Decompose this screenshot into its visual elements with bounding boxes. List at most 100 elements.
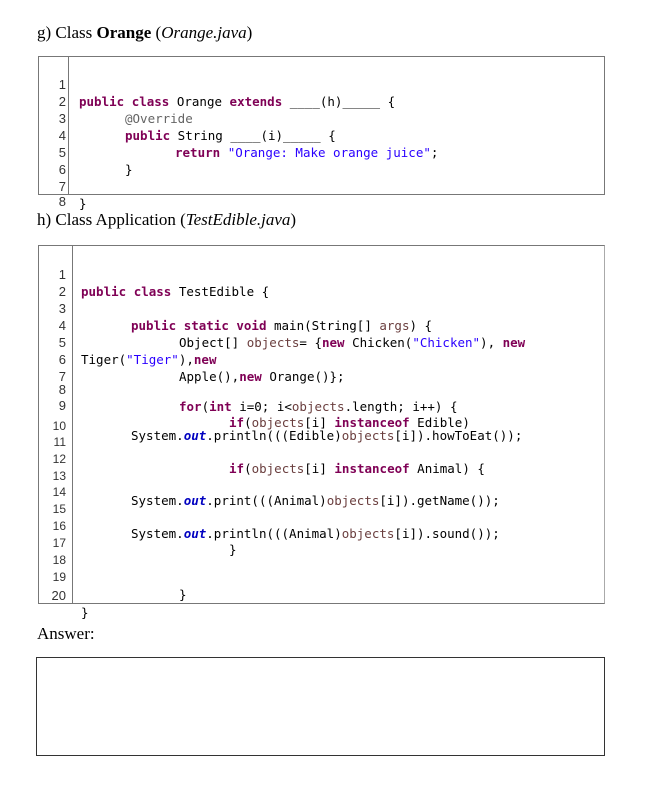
code-text: ; (430, 145, 439, 160)
code-text: Orange (169, 94, 230, 109)
code-text: [i]).howToEat()); (394, 428, 523, 443)
code-line-18: 18 (39, 535, 604, 567)
code-text: [i]).sound()); (394, 526, 500, 541)
code-line-2: 2 (39, 266, 604, 299)
string-literal: "Chicken" (412, 335, 481, 350)
keyword: new (193, 352, 217, 367)
code-text: Chicken( (344, 335, 413, 350)
line-number: 6 (58, 162, 66, 177)
line-number: 5 (58, 335, 66, 350)
code-text: main(String[] (266, 318, 380, 333)
keyword: if (229, 461, 245, 476)
line-number-gutter (39, 246, 73, 603)
code-line-3: 3 public String ____(i)_____ { (39, 93, 604, 143)
code-line-17-text: } (39, 524, 604, 557)
code-text: ), (480, 335, 503, 350)
keyword: public (79, 94, 125, 109)
keyword: class (131, 94, 170, 109)
code-text: Tiger( (81, 352, 127, 367)
line-number: 4 (58, 318, 66, 333)
variable: args (379, 318, 410, 333)
code-line-10-text: System.out.println(((Edible)objects[i]).… (39, 410, 604, 443)
blank-h: ____(h)_____ { (282, 94, 396, 109)
code-text: .print(((Animal) (206, 493, 327, 508)
code-text: System. (131, 428, 184, 443)
section-h-prefix: h) Class Application ( (37, 210, 186, 229)
code-line-19: 19 } (39, 552, 604, 602)
testedible-code-box: 1 public class TestEdible { 2 3 public s… (38, 245, 605, 620)
code-line-7: 7 } (39, 161, 604, 211)
keyword: if (229, 415, 245, 430)
code-text: } (81, 605, 89, 620)
static-field: out (183, 428, 207, 443)
line-number: 14 (52, 485, 66, 499)
code-text: i=0; i< (231, 399, 292, 414)
code-text: ( (244, 461, 252, 476)
code-text: } (79, 196, 87, 211)
code-line-8: 8 (39, 176, 604, 209)
keyword: static (183, 318, 229, 333)
code-line-15: 15 (39, 484, 604, 516)
line-number: 15 (52, 502, 66, 516)
keyword: instanceof (334, 461, 410, 476)
variable: objects (326, 493, 380, 508)
line-number: 3 (58, 301, 66, 316)
code-text: TestEdible { (171, 284, 270, 299)
code-text: ) { (409, 318, 433, 333)
code-line-9: 9 if(objects[i] instanceof Edible) (39, 380, 604, 430)
variable: objects (246, 335, 300, 350)
line-number: 6 (58, 352, 66, 367)
keyword: for (179, 399, 202, 414)
code-line-12: 12 (39, 434, 604, 466)
code-line-5: 5 Tiger("Tiger"),new (39, 317, 604, 367)
section-g-class-name: Orange (96, 23, 152, 42)
blank-i: String ____(i)_____ { (170, 128, 336, 143)
line-number: 2 (58, 94, 66, 109)
keyword: extends (229, 94, 283, 109)
code-text: ( (244, 415, 252, 430)
line-number: 11 (53, 435, 66, 449)
keyword: void (236, 318, 267, 333)
paren-open: ( (151, 23, 162, 42)
keyword: int (209, 399, 232, 414)
answer-box[interactable] (36, 657, 605, 756)
code-line-14: 14 (39, 467, 604, 499)
keyword: new (322, 335, 345, 350)
code-line-11: 11 (39, 417, 604, 449)
keyword: class (133, 284, 172, 299)
code-text: ), (178, 352, 194, 367)
static-field: out (183, 526, 207, 541)
code-line-5: 5 } (39, 127, 604, 177)
code-text: = { (299, 335, 322, 350)
answer-label: Answer: (37, 624, 95, 643)
keyword: public (81, 284, 127, 299)
line-number: 1 (58, 77, 66, 92)
orange-code-box: 1 public class Orange extends ____(h)___… (38, 56, 605, 211)
code-text: Apple(), (179, 369, 240, 384)
keyword: instanceof (334, 415, 410, 430)
code-text: Object[] (179, 335, 247, 350)
keyword: public (131, 318, 177, 333)
line-number: 8 (58, 382, 66, 397)
annotation: @Override (125, 111, 193, 126)
line-number: 4 (58, 128, 66, 143)
code-line-7: 7 (39, 351, 604, 384)
keyword: new (239, 369, 262, 384)
string-literal: "Orange: Make orange juice" (227, 145, 431, 160)
section-h-file: TestEdible.java (185, 210, 291, 229)
code-line-20: 20 } (39, 570, 604, 620)
line-number: 16 (52, 519, 66, 533)
code-text: } (229, 542, 237, 557)
line-number: 17 (52, 536, 66, 550)
code-line-14-text: System.out.print(((Animal)objects[i]).ge… (39, 475, 604, 508)
section-h-heading: h) Class Application (TestEdible.java) (37, 210, 296, 230)
code-text: } (125, 162, 133, 177)
code-text: [i]).getName()); (379, 493, 500, 508)
line-number: 13 (52, 469, 66, 483)
code-line-2: 2 @Override (39, 76, 604, 126)
line-number-gutter (39, 57, 69, 194)
code-line-16-text: System.out.println(((Animal)objects[i]).… (39, 508, 604, 541)
code-line-17: 17 (39, 518, 604, 550)
keyword: return (175, 145, 221, 160)
code-text: .length; i++) { (344, 399, 458, 414)
